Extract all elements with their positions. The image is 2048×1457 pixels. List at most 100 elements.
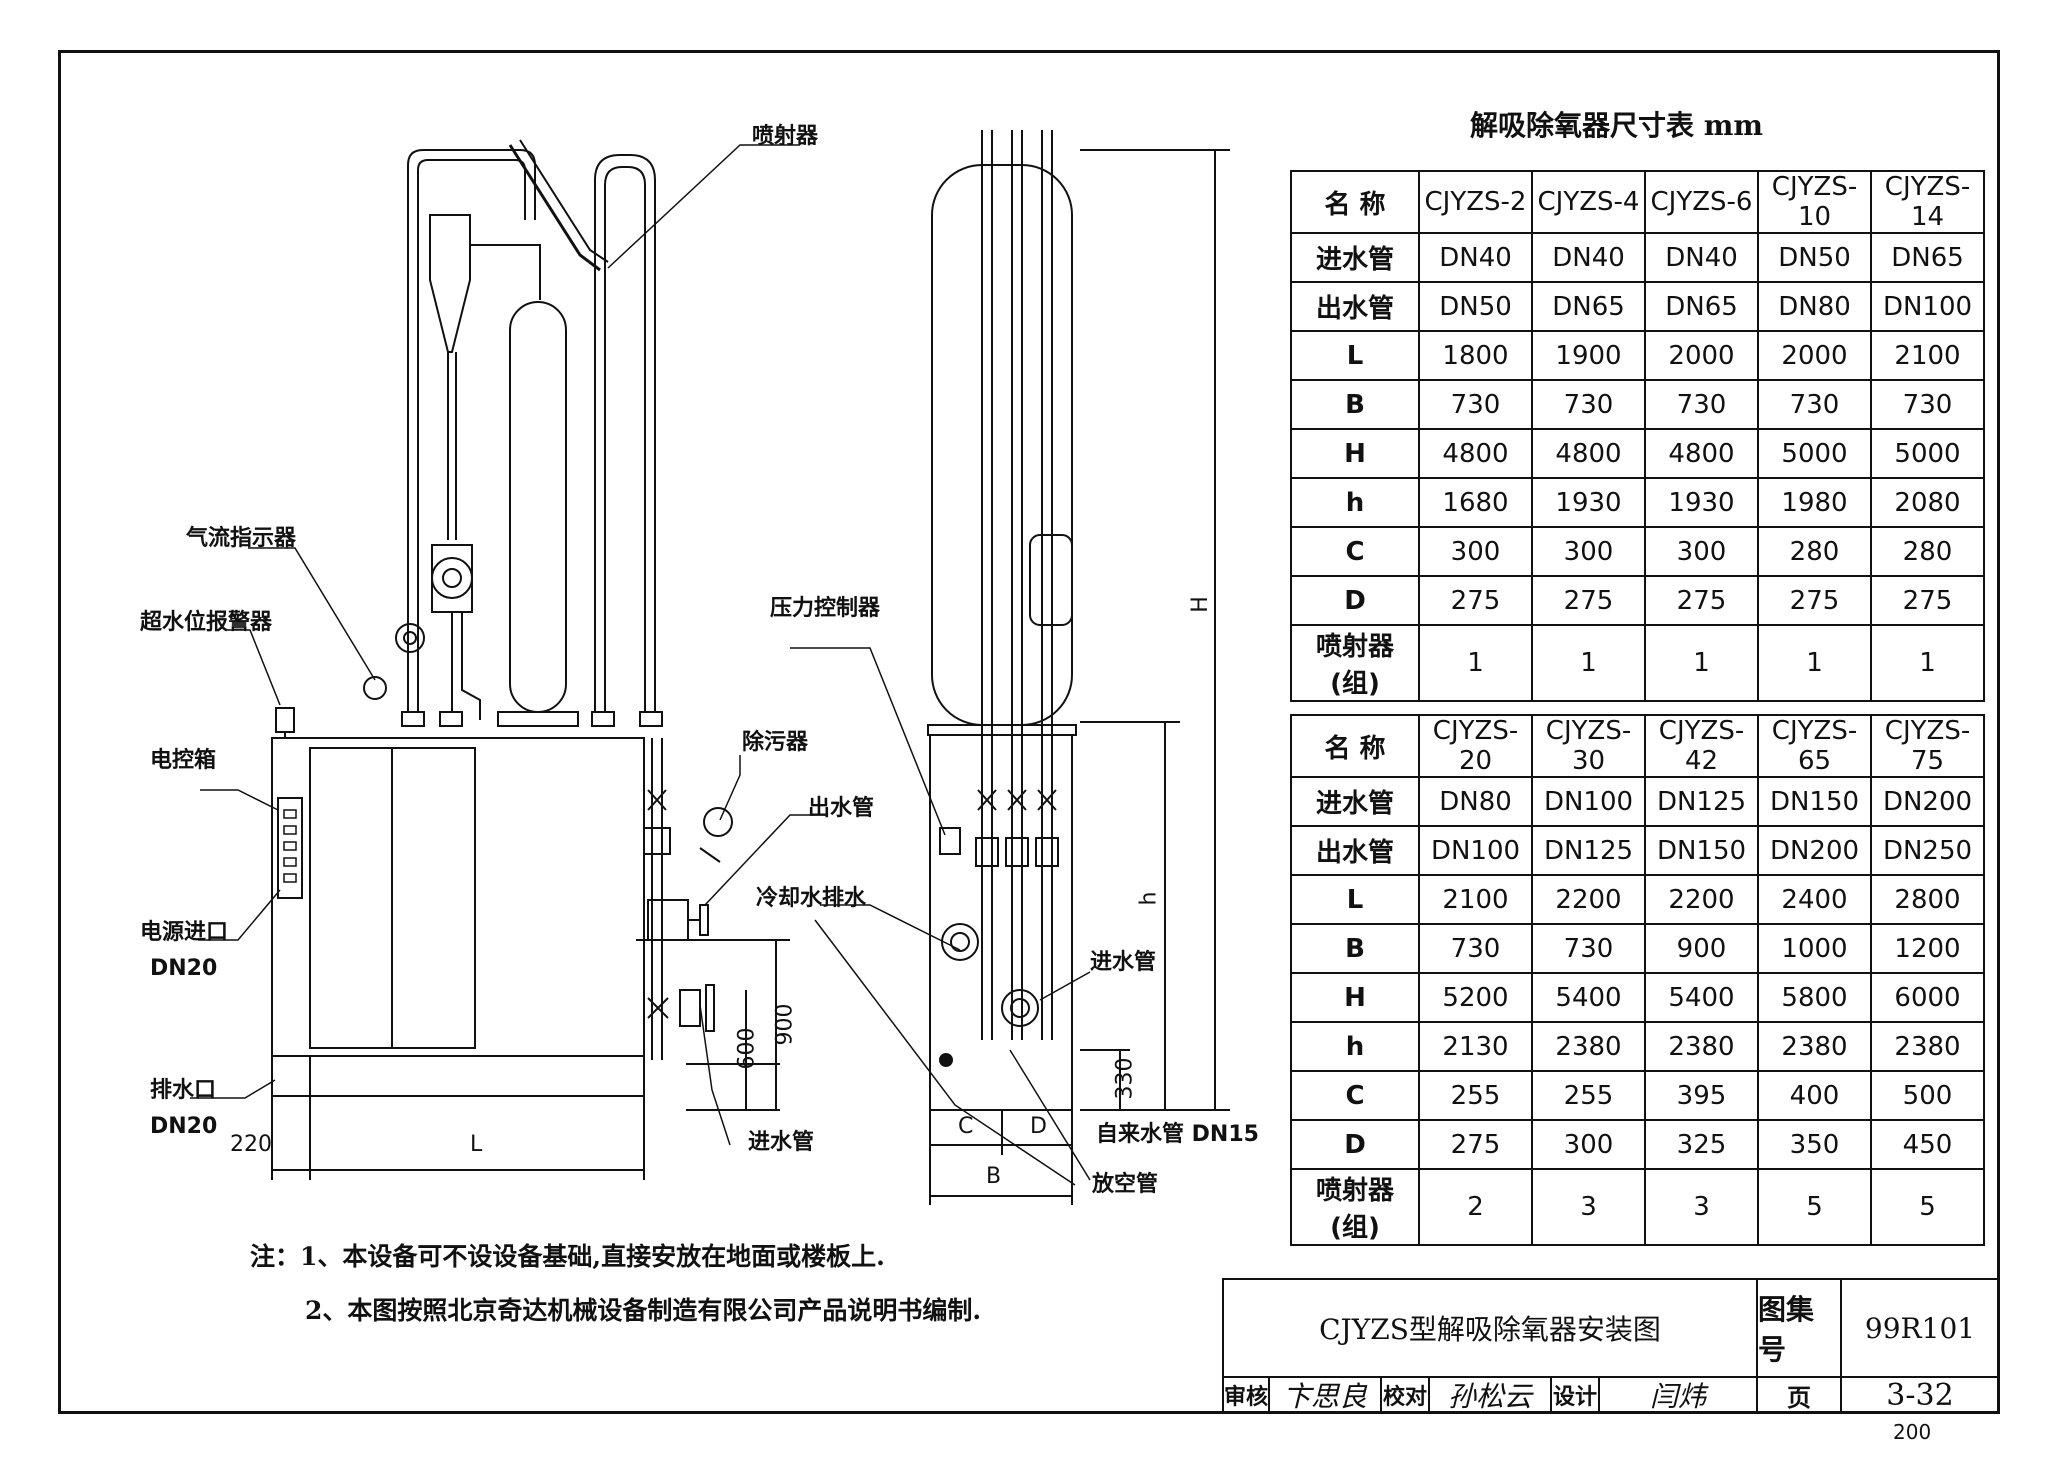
table-cell: 1200 <box>1870 923 1985 974</box>
spec-table-2: 名 称 CJYZS-20 CJYZS-30 CJYZS-42 CJYZS-65 … <box>1290 714 1985 1246</box>
note-text-1: 1、本设备可不设设备基础,直接安放在地面或楼板上. <box>300 1242 885 1271</box>
table-cell: 275 <box>1757 575 1872 626</box>
front-elevation <box>927 130 1230 1205</box>
table-cell: 300 <box>1644 526 1759 577</box>
table-cell: 350 <box>1757 1119 1872 1170</box>
table-cell: 2380 <box>1757 1021 1872 1072</box>
outlet-pipe-label: 出水管 <box>808 796 875 821</box>
page-label: 页 <box>1756 1376 1842 1414</box>
table-cell: 1 <box>1644 624 1759 702</box>
table-cell: 2000 <box>1757 330 1872 381</box>
notes: 注：1、本设备可不设设备基础,直接安放在地面或楼板上. 2、本图按照北京奇达机械… <box>250 1230 981 1338</box>
table-cell: 280 <box>1870 526 1985 577</box>
table-cell: 5000 <box>1757 428 1872 479</box>
table-cell: 1 <box>1531 624 1646 702</box>
note-line-2: 2、本图按照北京奇达机械设备制造有限公司产品说明书编制. <box>250 1284 981 1338</box>
review-label: 审核 <box>1222 1376 1270 1414</box>
table-cell: 730 <box>1644 379 1759 430</box>
dim-B: B <box>986 1164 1002 1189</box>
dim-D: D <box>1030 1114 1047 1139</box>
table-cell: C <box>1290 1070 1420 1121</box>
dim-600: 600 <box>734 1027 760 1070</box>
table-cell: 5 <box>1870 1168 1985 1246</box>
table-cell: 325 <box>1644 1119 1759 1170</box>
drain-dn-label: DN20 <box>150 1114 218 1139</box>
table-cell: B <box>1290 379 1420 430</box>
atlas-number: 99R101 <box>1840 1278 2000 1378</box>
design-signature: 闫炜 <box>1598 1376 1758 1414</box>
table-cell: CJYZS-30 <box>1531 714 1646 778</box>
dim-h: h <box>1136 891 1162 906</box>
table-cell: CJYZS-6 <box>1644 170 1759 234</box>
table-cell: 275 <box>1531 575 1646 626</box>
table-cell: C <box>1290 526 1420 577</box>
table-cell: 出水管 <box>1290 825 1420 876</box>
table-cell: 2080 <box>1870 477 1985 528</box>
dim-220: 220 <box>230 1132 272 1157</box>
table-cell: 2380 <box>1870 1021 1985 1072</box>
table-cell: h <box>1290 477 1420 528</box>
table-cell: 1930 <box>1531 477 1646 528</box>
table-cell: 275 <box>1644 575 1759 626</box>
table-cell: 2100 <box>1418 874 1533 925</box>
table-cell: DN125 <box>1644 776 1759 827</box>
table-cell: 5800 <box>1757 972 1872 1023</box>
table-cell: 275 <box>1418 1119 1533 1170</box>
table-cell: 730 <box>1418 379 1533 430</box>
table-cell: 喷射器(组) <box>1290 624 1420 702</box>
table-cell: 730 <box>1531 923 1646 974</box>
table-cell: 2130 <box>1418 1021 1533 1072</box>
dim-H: H <box>1187 596 1213 613</box>
table-cell: 名 称 <box>1290 170 1420 234</box>
table-cell: 2 <box>1418 1168 1533 1246</box>
table-cell: CJYZS-75 <box>1870 714 1985 778</box>
vent-pipe-label: 放空管 <box>1092 1172 1159 1197</box>
pressure-controller-label: 压力控制器 <box>770 596 881 621</box>
side-elevation <box>271 139 790 1180</box>
inlet-pipe-side-label: 进水管 <box>748 1130 815 1155</box>
table-cell: 280 <box>1757 526 1872 577</box>
table-cell: 400 <box>1757 1070 1872 1121</box>
ejector-label: 喷射器 <box>752 124 819 149</box>
table-cell: 1800 <box>1418 330 1533 381</box>
table-cell: 进水管 <box>1290 776 1420 827</box>
table-cell: CJYZS-4 <box>1531 170 1646 234</box>
table-cell: 1000 <box>1757 923 1872 974</box>
sheet-number: 200 <box>1893 1420 1932 1444</box>
table-cell: L <box>1290 874 1420 925</box>
table-cell: 300 <box>1418 526 1533 577</box>
table-cell: 出水管 <box>1290 281 1420 332</box>
table-cell: 450 <box>1870 1119 1985 1170</box>
dim-L: L <box>470 1132 483 1157</box>
table-cell: 300 <box>1531 526 1646 577</box>
table-cell: DN50 <box>1757 232 1872 283</box>
table-cell: 5 <box>1757 1168 1872 1246</box>
table-cell: DN65 <box>1531 281 1646 332</box>
dim-900: 900 <box>772 1003 798 1046</box>
check-signature: 孙松云 <box>1428 1376 1552 1414</box>
design-label: 设计 <box>1550 1376 1600 1414</box>
table-cell: 2200 <box>1531 874 1646 925</box>
table-cell: DN100 <box>1418 825 1533 876</box>
table-cell: CJYZS-2 <box>1418 170 1533 234</box>
table-header-row: 名 称 CJYZS-20 CJYZS-30 CJYZS-42 CJYZS-65 … <box>1290 714 1985 778</box>
table-cell: CJYZS-20 <box>1418 714 1533 778</box>
table-cell: 4800 <box>1531 428 1646 479</box>
table-cell: h <box>1290 1021 1420 1072</box>
table-header-row: 名 称 CJYZS-2 CJYZS-4 CJYZS-6 CJYZS-10 CJY… <box>1290 170 1985 234</box>
table-cell: 1680 <box>1418 477 1533 528</box>
atlas-label: 图集号 <box>1756 1278 1842 1378</box>
drawing-title: CJYZS型解吸除氧器安装图 <box>1222 1278 1758 1378</box>
table-cell: 2380 <box>1531 1021 1646 1072</box>
